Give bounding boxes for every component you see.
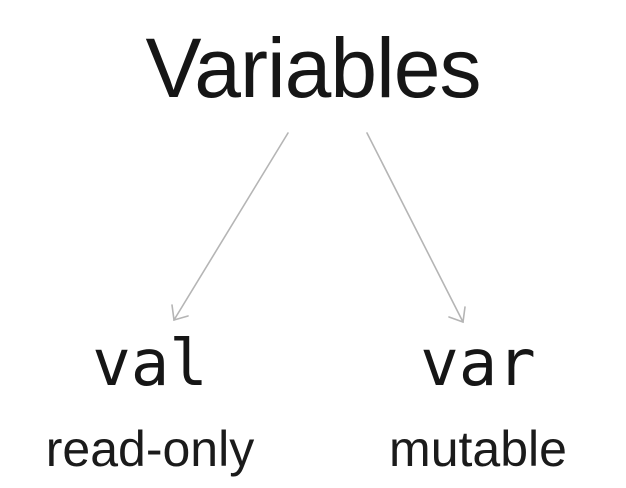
arrowhead-var [448,306,466,324]
description-mutable: mutable [389,421,567,477]
arrow-to-var [366,132,464,323]
arrow-to-val [173,132,289,321]
arrowhead-val [171,304,189,322]
node-var: var mutable [330,332,626,474]
description-read-only: read-only [45,421,255,477]
node-val: val read-only [0,332,300,474]
diagram-title: Variables [145,21,482,115]
keyword-val: val [92,327,208,401]
keyword-var: var [420,327,536,401]
